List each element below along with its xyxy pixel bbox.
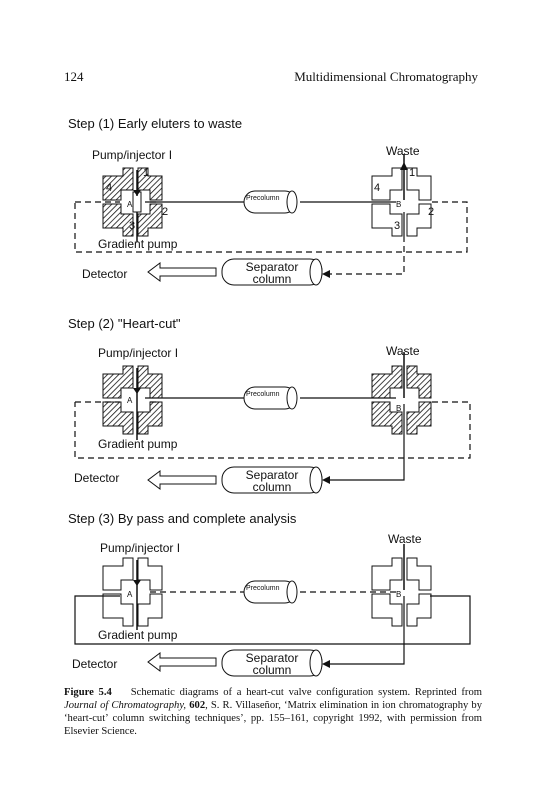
caption-volume: 602 [189, 700, 206, 711]
waste-label: Waste [386, 144, 420, 158]
port-4-right: 4 [374, 182, 381, 194]
right-valve [371, 544, 432, 627]
port-4-left: 4 [106, 182, 113, 194]
step-1-panel: Pump/injector I Waste Gradient pump Dete… [0, 140, 537, 290]
waste-label: Waste [386, 344, 420, 358]
pump-injector-label: Pump/injector I [98, 346, 179, 360]
left-valve [102, 557, 163, 630]
detector-label: Detector [82, 267, 128, 281]
waste-label: Waste [388, 532, 422, 546]
detector-label: Detector [72, 657, 118, 671]
caption-journal: Journal of Chromatography, [64, 700, 187, 711]
precolumn-label: Precolumn [246, 585, 280, 592]
port-a-left: A [127, 396, 133, 405]
port-3-left: 3 [129, 220, 136, 232]
page-number: 124 [64, 69, 84, 84]
caption-text-1: Schematic diagrams of a heart-cut valve … [130, 687, 482, 698]
port-2-right: 2 [428, 206, 435, 218]
port-3-right: 3 [394, 220, 401, 232]
detector-label: Detector [74, 471, 120, 485]
precolumn-label: Precolumn [246, 391, 280, 398]
step-1-title: Step (1) Early eluters to waste [68, 116, 243, 131]
precolumn-3 [243, 580, 298, 604]
gradient-pump-label: Gradient pump [98, 237, 178, 251]
step-1-diagram [74, 154, 468, 286]
step-2-panel: Pump/injector I Waste Gradient pump Dete… [0, 340, 537, 495]
step-2-title: Step (2) "Heart-cut" [68, 316, 181, 331]
gradient-pump-label: Gradient pump [98, 437, 178, 451]
precolumn-1 [243, 190, 298, 214]
left-valve [102, 167, 163, 242]
right-valve [371, 154, 432, 237]
step-3-panel: Pump/injector I Waste Gradient pump Dete… [0, 530, 537, 680]
port-1-right: 1 [409, 167, 416, 179]
step-3-title: Step (3) By pass and complete analysis [68, 511, 297, 526]
separator-column-2 [221, 466, 323, 494]
pump-injector-label: Pump/injector I [100, 541, 181, 555]
port-2-left: 2 [162, 206, 169, 218]
figure-label: Figure 5.4 [64, 687, 112, 698]
port-b-right: B [396, 404, 402, 413]
port-1-left: 1 [143, 167, 150, 179]
precolumn-2 [243, 386, 298, 410]
separator-column-1 [221, 258, 323, 286]
figure-caption: Figure 5.4 Schematic diagrams of a heart… [64, 686, 482, 738]
caption-text-2: , S. R. Villaseñor, ‘Matrix elimination … [64, 700, 482, 737]
separator-column-3 [221, 649, 323, 677]
pump-injector-label: Pump/injector I [92, 148, 173, 162]
step-3-diagram [74, 544, 471, 677]
port-b-right: B [396, 590, 402, 599]
port-a-left: A [127, 200, 133, 209]
right-valve [371, 352, 432, 435]
precolumn-label: Precolumn [246, 195, 280, 202]
step-2-diagram [74, 352, 471, 494]
running-head: Multidimensional Chromatography [294, 69, 478, 84]
gradient-pump-label: Gradient pump [98, 628, 178, 642]
port-b-right: B [396, 200, 402, 209]
port-a-left: A [127, 590, 133, 599]
left-valve [102, 365, 163, 440]
